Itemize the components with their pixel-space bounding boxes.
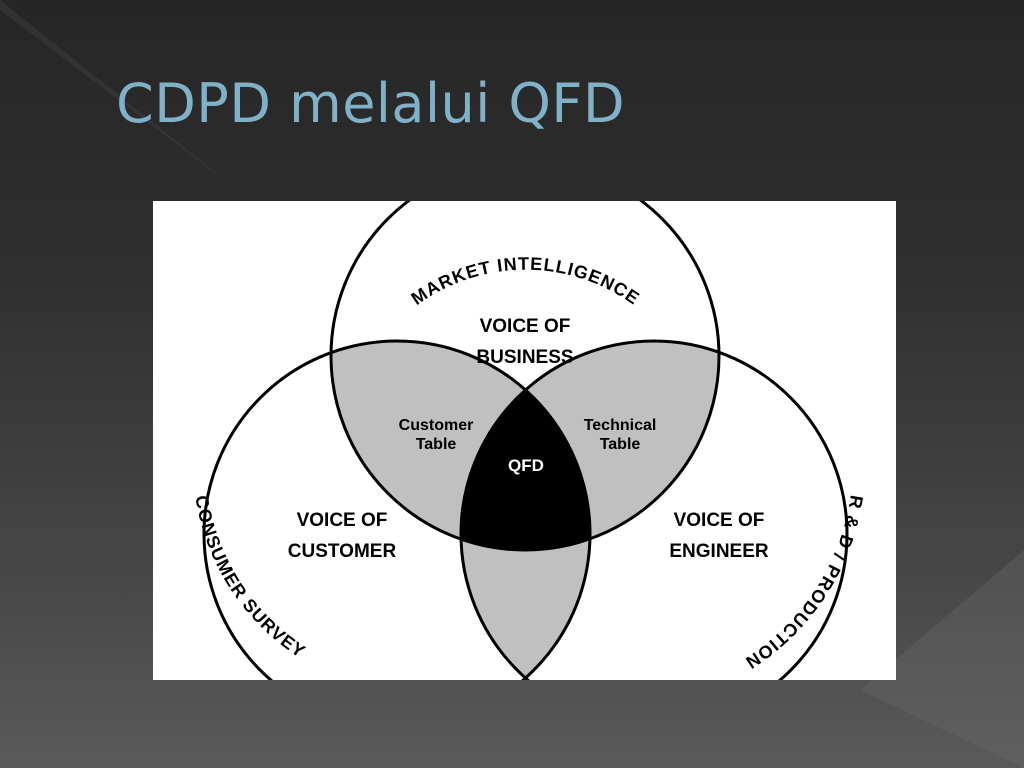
customer-label-line1: VOICE OF [297,510,388,531]
circle-customer [202,339,592,680]
slide-title: CDPD melalui QFD [116,72,626,135]
customer-table-line1: Customer [399,417,474,434]
engineer-label-line2: ENGINEER [669,541,769,562]
central-matrix-line2: Matrix [502,535,549,552]
customer-label-line2: CUSTOMER [288,541,397,562]
circle-engineer [459,339,849,680]
central-matrix-line1: Central [498,516,553,533]
technical-table-line1: Technical [584,417,657,434]
qfd-center-label: QFD [508,456,544,475]
business-label-line1: VOICE OF [480,316,571,337]
customer-table-line2: Table [416,436,457,453]
background-diagonal-left [0,0,250,200]
circle-business [329,201,721,552]
market-intelligence-label: MARKET INTELLIGENCE [408,254,644,309]
business-label-line2: BUSINESS [476,347,573,368]
background-diagonal-right [860,550,1024,768]
technical-table-line2: Table [600,436,641,453]
qfd-venn-diagram: VOICE OF BUSINESS VOICE OF CUSTOMER VOIC… [153,201,896,680]
engineer-label-line1: VOICE OF [674,510,765,531]
overlap-center [461,341,590,550]
